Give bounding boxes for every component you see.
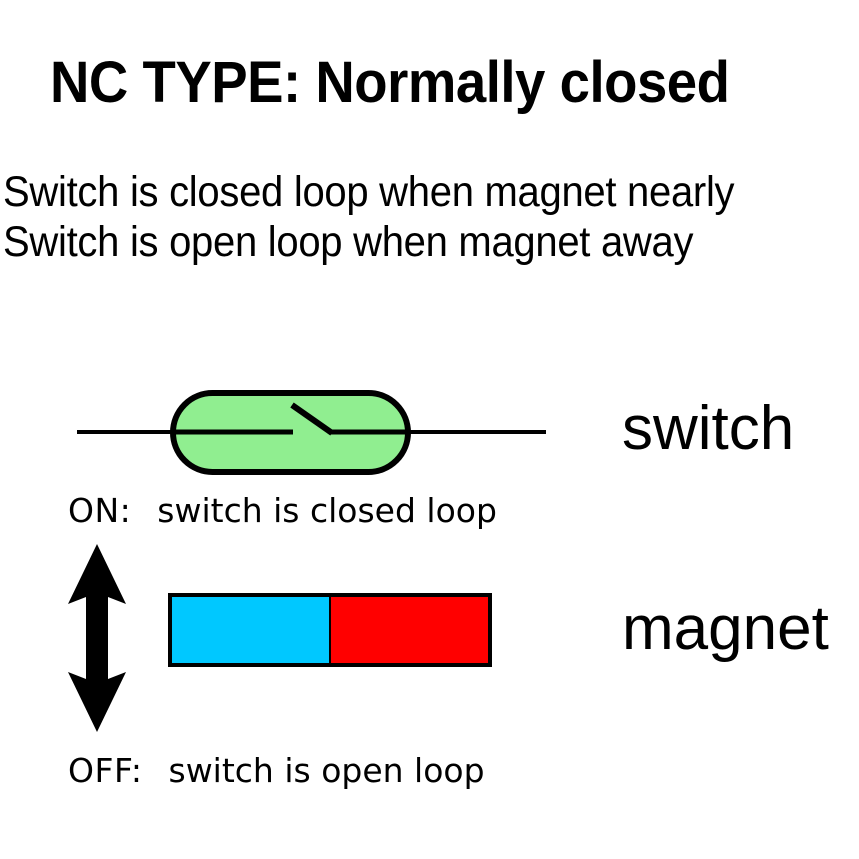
magnet-north-pole <box>172 597 331 663</box>
state-on-value: switch is closed loop <box>157 491 497 530</box>
state-off-key: OFF: <box>68 751 143 790</box>
magnet-south-pole <box>331 597 488 663</box>
magnet-symbol <box>168 593 492 667</box>
state-on-label: ON: switch is closed loop <box>68 492 497 530</box>
state-on-key: ON: <box>68 491 132 530</box>
state-off-value: switch is open loop <box>168 751 485 790</box>
description-line-2: Switch is open loop when magnet away <box>3 218 694 266</box>
page-title: NC TYPE: Normally closed <box>50 50 730 115</box>
state-off-label: OFF: switch is open loop <box>68 752 485 790</box>
description-line-1: Switch is closed loop when magnet nearly <box>3 168 735 216</box>
switch-symbol <box>70 385 560 485</box>
description-block: Switch is closed loop when magnet nearly… <box>3 167 735 267</box>
magnet-motion-arrow <box>63 542 131 734</box>
switch-label: switch <box>622 394 795 463</box>
double-arrow-shape <box>68 544 126 732</box>
reed-switch-icon <box>77 390 546 475</box>
contact-arm <box>290 402 334 436</box>
double-arrow-icon <box>68 544 126 732</box>
magnet-label: magnet <box>622 594 829 663</box>
